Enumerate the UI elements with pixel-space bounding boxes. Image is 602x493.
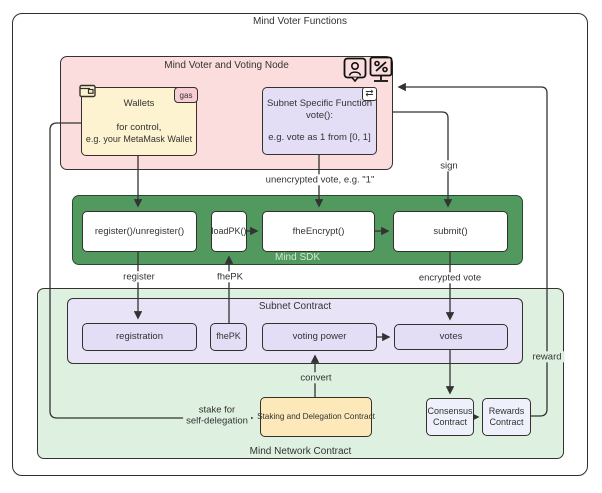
percent-display-icon [369,56,393,86]
edge-label-sign: sign [437,160,461,172]
wallets-title: Wallets [123,98,155,109]
gas-badge: gas [174,87,198,103]
voter-node-title: Mind Voter and Voting Node [164,60,289,71]
wallets-line1: for control, [116,121,162,133]
mind-sdk-title: Mind SDK [274,252,320,263]
subnet-fn-line2: vote(): [306,110,333,122]
wallet-icon [78,82,100,101]
edge-label-unencrypted-vote: unencrypted vote, e.g. "1" [262,174,378,186]
edge-label-reward: reward [529,351,565,363]
subnet-fn-line1: Subnet Specific Function [266,98,373,110]
edge-label-fhepk: fhePK [214,271,246,283]
swap-icon: ⇄ [362,87,377,101]
edge-label-stake-line2: self-delegation [186,416,248,427]
edge-label-convert: convert [297,372,335,384]
mind-network-contract-title: Mind Network Contract [249,446,352,457]
wallets-line2: e.g. your MetaMask Wallet [85,133,193,144]
node-loadpk: loadPK() [211,211,247,252]
node-consensus-contract: Consensus Contract [426,398,474,436]
edge-label-encrypted-vote: encrypted vote [415,272,485,284]
person-badge-icon [343,57,367,83]
node-subnet-specific-function: Subnet Specific Function vote(): e.g. vo… [262,87,377,155]
node-rewards-contract: Rewards Contract [482,398,531,436]
node-submit: submit() [393,211,508,252]
edge-label-stake-line1: stake for [198,404,236,416]
edge-label-register: register [120,271,158,283]
node-register-unregister: register()/unregister() [82,211,197,252]
subnet-fn-line3: e.g. vote as 1 from [0, 1] [268,131,371,143]
node-registration: registration [82,323,197,351]
node-voting-power: voting power [262,323,377,351]
node-votes: votes [394,324,508,350]
node-fhepk: fhePK [210,323,247,351]
diagram-title: Mind Voter Functions [253,16,347,27]
node-staking-delegation-contract: Staking and Delegation Contract [257,397,375,437]
subnet-contract-title: Subnet Contract [258,301,332,312]
edge-label-stake: stake for self-delegation [183,404,251,428]
node-fheencrypt: fheEncrypt() [262,211,375,252]
